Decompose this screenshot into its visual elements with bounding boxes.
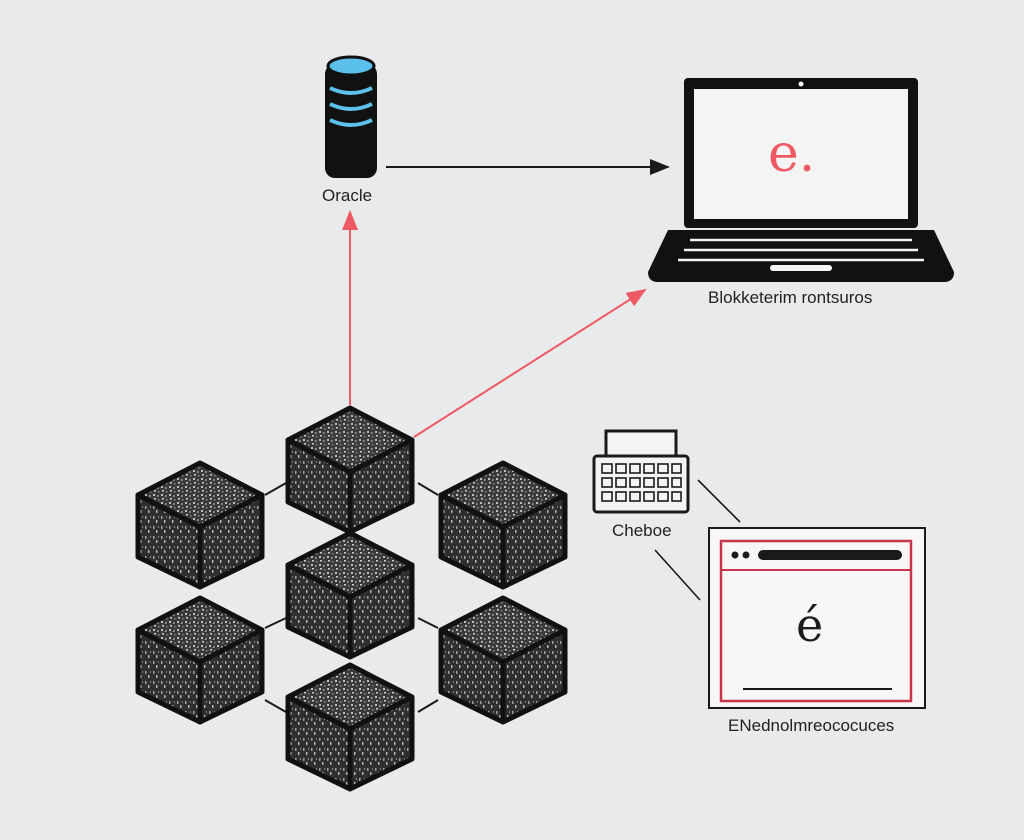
block-cube [288, 533, 412, 657]
database-icon [325, 55, 377, 178]
block-cube [138, 598, 262, 722]
browser-to-keyboard-line [654, 549, 701, 601]
block-cube [288, 408, 412, 532]
browser-screen-text: é [796, 598, 824, 652]
laptop-icon [648, 78, 954, 282]
browser-window-icon [708, 527, 926, 709]
cube-links [264, 482, 439, 713]
oracle-label: Oracle [322, 186, 373, 205]
block-cube [138, 463, 262, 587]
block-cube [288, 665, 412, 789]
block-cube [441, 598, 565, 722]
browser-label: ENednolmreococuces [728, 716, 895, 735]
keyboard-icon [592, 429, 690, 514]
keyboard-label: Chebоe [612, 521, 672, 540]
blockchain-to-laptop-arrow [413, 288, 647, 438]
cube-cluster-icon [138, 408, 565, 789]
keyboard-to-browser-line [697, 479, 741, 523]
block-cube [441, 463, 565, 587]
laptop-label: Blokketerim rontsuros [708, 288, 873, 307]
laptop-screen-text: e. [768, 124, 816, 184]
